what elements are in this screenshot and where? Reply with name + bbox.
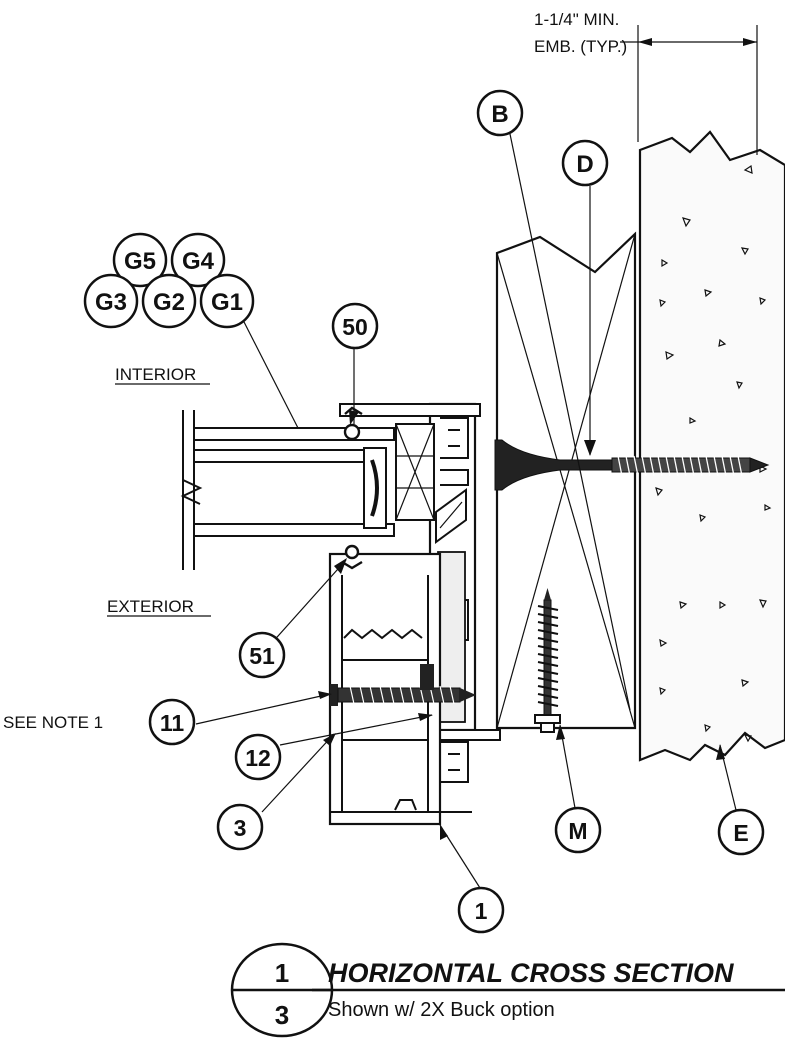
interior-label: INTERIOR <box>115 365 210 385</box>
svg-text:3: 3 <box>234 815 247 841</box>
svg-text:M: M <box>568 818 587 844</box>
setting-block <box>395 423 435 521</box>
callout-b: B <box>476 89 524 137</box>
callout-m: M <box>554 806 602 854</box>
svg-text:G1: G1 <box>211 289 243 316</box>
callout-50: 50 <box>331 302 379 350</box>
svg-text:51: 51 <box>249 643 275 669</box>
svg-text:B: B <box>491 101 508 128</box>
detail-title: HORIZONTAL CROSS SECTION <box>328 958 734 988</box>
svg-text:1: 1 <box>475 898 488 924</box>
embedment-dimension: 1-1/4" MIN. EMB. (TYP.) <box>534 10 758 155</box>
svg-text:D: D <box>576 151 593 178</box>
svg-text:EXTERIOR: EXTERIOR <box>107 597 194 616</box>
callout-3: 3 <box>216 803 264 851</box>
dimension-line-1: 1-1/4" MIN. <box>534 10 619 29</box>
concrete-aggregate <box>655 164 772 743</box>
callout-1: 1 <box>457 886 505 934</box>
svg-text:INTERIOR: INTERIOR <box>115 365 196 384</box>
title-block: 1 3 HORIZONTAL CROSS SECTION Shown w/ 2X… <box>230 942 785 1038</box>
insulated-glass-unit <box>180 410 395 570</box>
svg-text:12: 12 <box>245 745 271 771</box>
callout-d: D <box>561 139 609 187</box>
detail-subtitle: Shown w/ 2X Buck option <box>328 999 555 1021</box>
callout-11: 11 <box>148 698 196 746</box>
buck-attachment-screw <box>534 588 561 733</box>
svg-text:G2: G2 <box>153 289 185 316</box>
callout-e: E <box>717 808 765 856</box>
glazing-gasket-exterior <box>341 544 363 570</box>
thermal-break <box>435 488 467 544</box>
see-note-label: SEE NOTE 1 <box>3 713 103 732</box>
sheet-number: 3 <box>275 1000 289 1030</box>
callout-12: 12 <box>234 733 282 781</box>
svg-text:11: 11 <box>160 710 185 736</box>
svg-text:G3: G3 <box>95 289 127 316</box>
leader-arrowheads <box>318 410 725 840</box>
frame-attachment-screw <box>330 664 476 706</box>
callout-51: 51 <box>238 631 286 679</box>
detail-number: 1 <box>275 958 289 988</box>
svg-text:G4: G4 <box>182 248 215 275</box>
dimension-line-2: EMB. (TYP.) <box>534 37 627 56</box>
svg-text:50: 50 <box>342 314 368 340</box>
masonry-anchor-screw <box>494 439 770 491</box>
svg-text:E: E <box>733 820 748 846</box>
svg-text:G5: G5 <box>124 248 156 275</box>
exterior-label: EXTERIOR <box>107 597 211 617</box>
wood-buck <box>495 231 637 730</box>
concrete-wall <box>638 130 785 762</box>
callout-glass-group: G5 G4 G3 G2 G1 <box>83 232 255 329</box>
